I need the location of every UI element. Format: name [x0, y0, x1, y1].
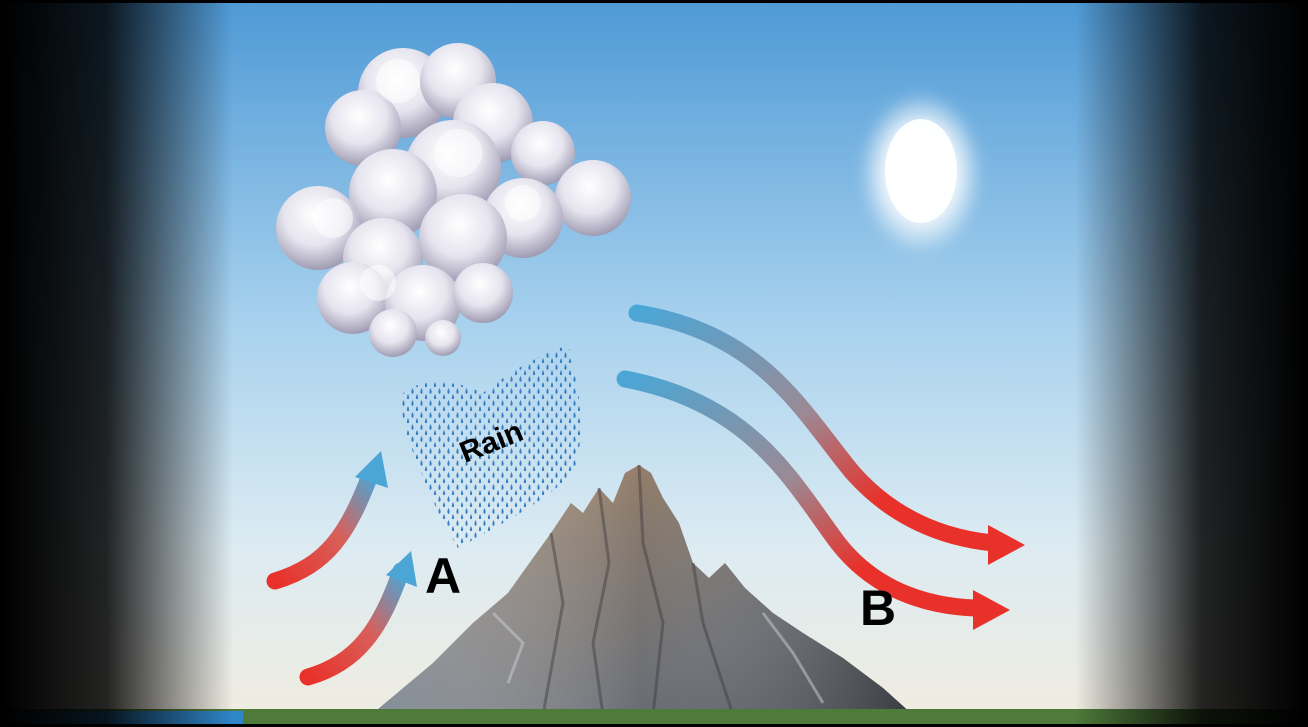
right-vignette — [1075, 3, 1305, 724]
left-vignette — [3, 3, 233, 724]
windward-label: A — [425, 548, 461, 604]
leeward-label: B — [860, 580, 896, 636]
orographic-rain-diagram: Rain A B — [3, 3, 1305, 724]
sun-icon — [859, 91, 983, 255]
